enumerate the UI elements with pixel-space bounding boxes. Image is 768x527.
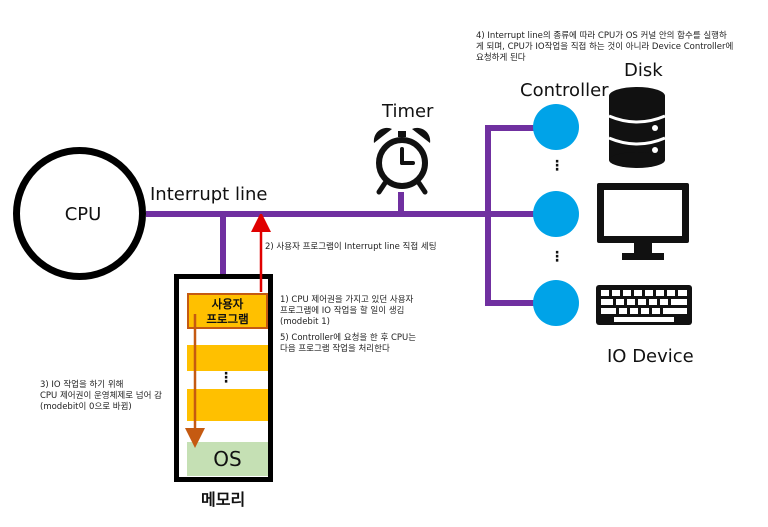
controller-2 [533,191,579,237]
note-step4: 4) Interrupt line의 종류에 따라 CPU가 OS 커널 안의 … [476,31,734,63]
cpu-node [13,147,146,280]
user-program-block: 사용자 프로그램 [187,293,268,329]
note-step1: 1) CPU 제어권을 가지고 있던 사용자 프로그램에 IO 작업을 할 일이… [280,295,414,327]
keyboard-icon [596,285,692,325]
note-step5: 5) Controller에 요청을 한 후 CPU는 다음 프로그램 작업을 … [280,333,417,354]
arrows-layer [185,214,271,448]
note-step3: 3) IO 작업을 하기 위해 CPU 제어권이 운영체제로 넘어 감 (mod… [40,380,162,412]
memory-label: 메모리 [201,490,246,509]
memory-program-block-2 [187,345,268,371]
controller-ellipsis-1: ⋮ [550,158,564,174]
controller-1 [533,104,579,150]
interrupt-bus [146,211,489,217]
controller-3 [533,280,579,326]
note-step2: 2) 사용자 프로그램이 Interrupt line 직접 세팅 [265,242,437,252]
bus-to-controller-1 [485,125,535,131]
alarm-clock-icon [373,127,431,195]
monitor-icon [597,183,689,260]
bus-to-memory [220,214,226,276]
interrupt-line-label: Interrupt line [150,184,268,205]
bus-to-controller-3 [485,300,535,306]
bus-to-controller-2 [485,211,535,217]
database-icon [608,87,666,168]
memory-program-block-3 [187,389,268,421]
controller-trunk [485,128,491,306]
controller-label: Controller [520,80,609,101]
timer-label: Timer [382,101,434,122]
controller-ellipsis-2: ⋮ [550,249,564,265]
user-program-label: 사용자 프로그램 [206,297,249,326]
io-device-label: IO Device [607,346,694,367]
disk-label: Disk [624,60,663,81]
bus-to-timer [398,192,404,214]
cpu-label: CPU [64,204,102,225]
